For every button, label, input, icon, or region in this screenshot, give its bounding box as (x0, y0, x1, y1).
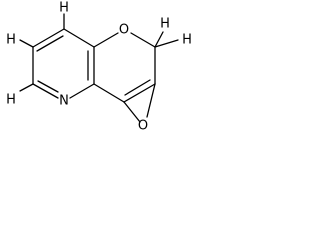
bond-n-c3 (32, 83, 59, 99)
bond-c-epox-o-right (146, 83, 156, 118)
bond-c-epox-c-epox (123, 83, 156, 103)
pyran-ring (93, 32, 156, 103)
bond-c5-h (19, 39, 34, 48)
epoxide-ring (123, 83, 156, 123)
bond-c8-n (69, 83, 95, 99)
bond-c-epox-o-left (123, 101, 141, 123)
atom-h-bottom-left: H (6, 93, 16, 108)
atom-n-ring: N (59, 94, 69, 109)
bond-c6-c7 (63, 28, 95, 48)
bond-o-ch2 (130, 32, 156, 48)
atom-o-pyran: O (119, 23, 129, 38)
bond-ch2-h-top (154, 31, 164, 48)
pyridine-ring (32, 28, 95, 99)
bond-ch2-h-right (154, 39, 179, 48)
atom-h-top-right: H (160, 17, 170, 32)
atom-o-epoxide: O (138, 119, 148, 134)
molecule-structure-diagram: H H H H H N O O (6, 1, 192, 134)
bond-c-epox-c-epox-inner (124, 79, 151, 96)
bond-n-c3-inner (37, 80, 59, 93)
bond-c5-c6-inner (36, 35, 64, 52)
atom-h-right: H (182, 33, 192, 48)
bond-c-epox-c8 (93, 83, 125, 103)
atom-h-top-left: H (59, 1, 69, 16)
atom-h-left: H (6, 33, 16, 48)
bond-c3-h (19, 83, 34, 92)
atom-labels: H H H H H N O O (6, 1, 192, 134)
bond-c7-o (93, 32, 119, 48)
bond-c5-c6 (32, 28, 65, 48)
hydrogen-bonds (19, 13, 179, 92)
